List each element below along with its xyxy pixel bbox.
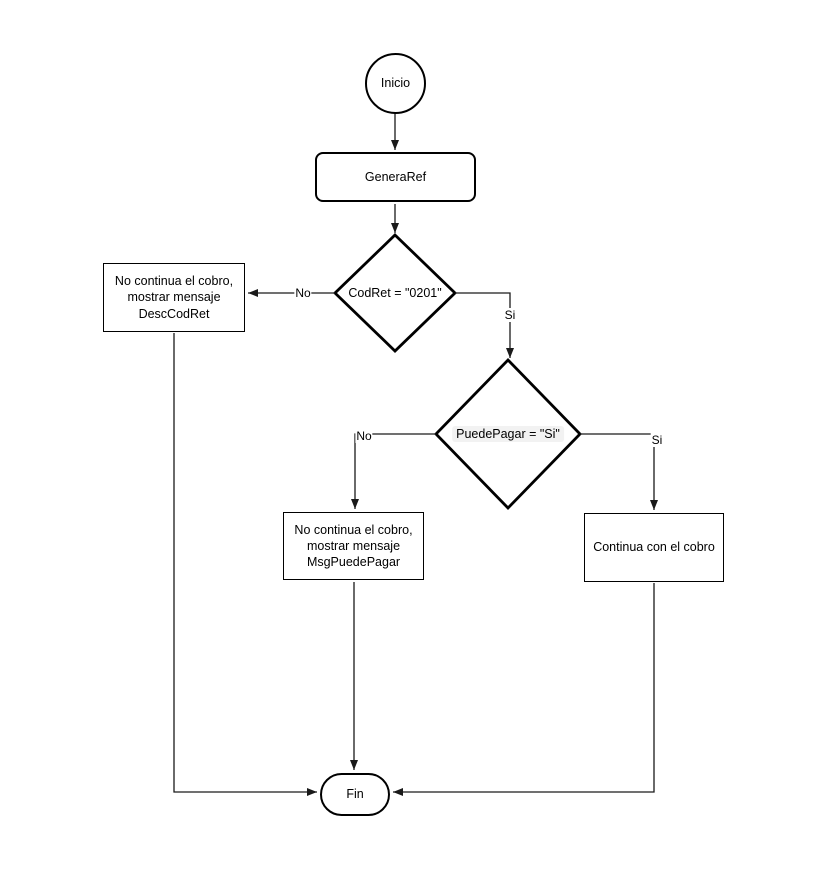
edge-reject-codret-to-end <box>173 333 317 796</box>
reject-puedepagar-node[interactable]: No continua el cobro, mostrar mensaje Ms… <box>283 512 424 580</box>
generaref-node-label: GeneraRef <box>364 169 427 184</box>
end-node-label: Fin <box>346 787 364 802</box>
edge-decision-codret-si <box>455 292 514 358</box>
generaref-node[interactable]: GeneraRef <box>315 152 476 202</box>
reject-codret-node[interactable]: No continua el cobro, mostrar mensaje De… <box>103 263 245 332</box>
edge-label-puedepagar-no: No <box>355 429 373 443</box>
accept-node-label: Continua con el cobro <box>593 540 715 555</box>
accept-node[interactable]: Continua con el cobro <box>584 513 724 582</box>
reject-codret-node-label: No continua el cobro, mostrar mensaje De… <box>114 274 234 321</box>
decision-puedepagar-label[interactable]: PuedePagar = "Si" <box>452 426 564 442</box>
edge-label-puedepagar-si: Si <box>650 433 664 447</box>
edge-label-codret-no: No <box>294 286 312 300</box>
decision-codret-shape[interactable] <box>332 233 458 353</box>
decision-codret-label[interactable]: CodRet = "0201" <box>348 286 442 300</box>
start-node[interactable]: Inicio <box>365 53 426 114</box>
edge-label-codret-si: Si <box>503 308 517 322</box>
reject-puedepagar-node-label: No continua el cobro, mostrar mensaje Ms… <box>294 522 413 570</box>
end-node[interactable]: Fin <box>320 773 390 816</box>
edge-decision-puedepagar-si <box>580 433 658 510</box>
start-node-label: Inicio <box>380 76 411 91</box>
edge-decision-puedepagar-no <box>351 433 436 509</box>
edge-accept-to-end <box>393 583 655 796</box>
